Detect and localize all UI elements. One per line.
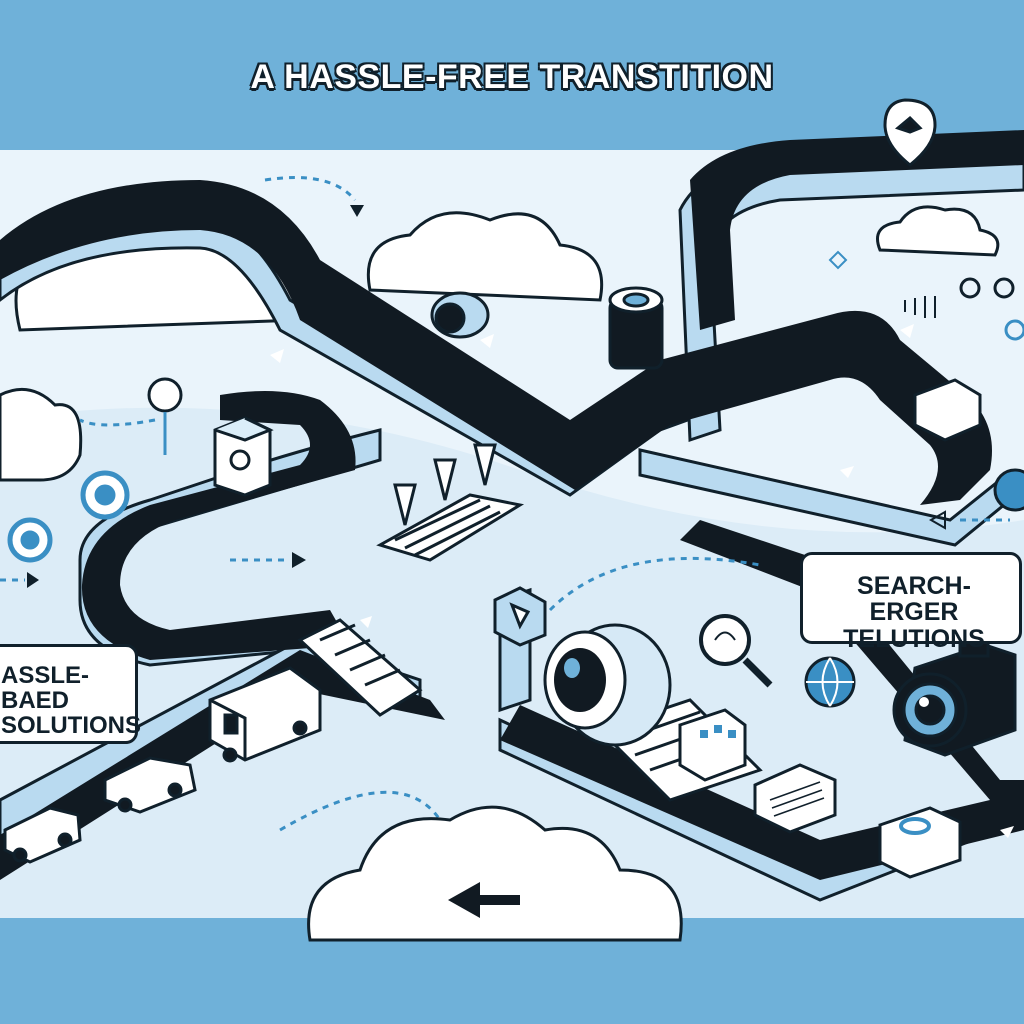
bubble-right-line1: SEARCH-ERGER bbox=[857, 572, 971, 627]
truck-icon bbox=[208, 666, 322, 763]
speech-bubble-left: ASSLE-BAED SOLUTIONS bbox=[0, 644, 142, 744]
gate-icon bbox=[493, 586, 547, 647]
roller-icon bbox=[430, 291, 490, 339]
lens-icon bbox=[498, 587, 672, 747]
camera-icon bbox=[892, 638, 1017, 757]
gear-icon bbox=[959, 277, 1015, 299]
dashed-arrows bbox=[0, 176, 1010, 832]
magnifier-icon bbox=[147, 377, 183, 455]
cloud-icon bbox=[0, 387, 83, 482]
gear-icon bbox=[7, 517, 53, 563]
cloud-icon bbox=[876, 205, 1000, 257]
coin-stack-icon bbox=[608, 286, 664, 370]
box-icon bbox=[213, 416, 274, 497]
bubble-left-line2: SOLUTIONS bbox=[1, 712, 142, 740]
box-icon bbox=[753, 763, 837, 834]
car-icon bbox=[3, 806, 82, 864]
bubble-left-line1: ASSLE-BAED bbox=[1, 662, 90, 715]
gear-icon bbox=[1004, 319, 1024, 341]
page-title: A HASSLE-FREE TRANSTITION bbox=[250, 58, 774, 96]
box-icon bbox=[913, 378, 982, 442]
magnifier-icon bbox=[699, 614, 773, 688]
gate-flags bbox=[393, 443, 497, 526]
box-icon bbox=[878, 806, 962, 879]
gear-icon bbox=[80, 470, 130, 520]
cloud-icon bbox=[307, 805, 683, 942]
globe-icon bbox=[993, 468, 1024, 512]
globe-icon bbox=[804, 656, 856, 708]
sparkle-lines bbox=[828, 250, 936, 318]
arrow-icon bbox=[270, 324, 1014, 838]
conveyor-slats bbox=[319, 498, 731, 772]
location-pin-icon bbox=[883, 98, 937, 167]
cloud-icon bbox=[366, 211, 604, 302]
speech-bubble-right: SEARCH-ERGER TELUTIONS bbox=[800, 552, 1022, 652]
bubble-right-line2: TELUTIONS bbox=[843, 624, 985, 653]
arrow-icon bbox=[448, 882, 520, 918]
car-icon bbox=[103, 756, 197, 814]
arrow-icon bbox=[27, 205, 946, 588]
box-icon bbox=[678, 708, 747, 782]
